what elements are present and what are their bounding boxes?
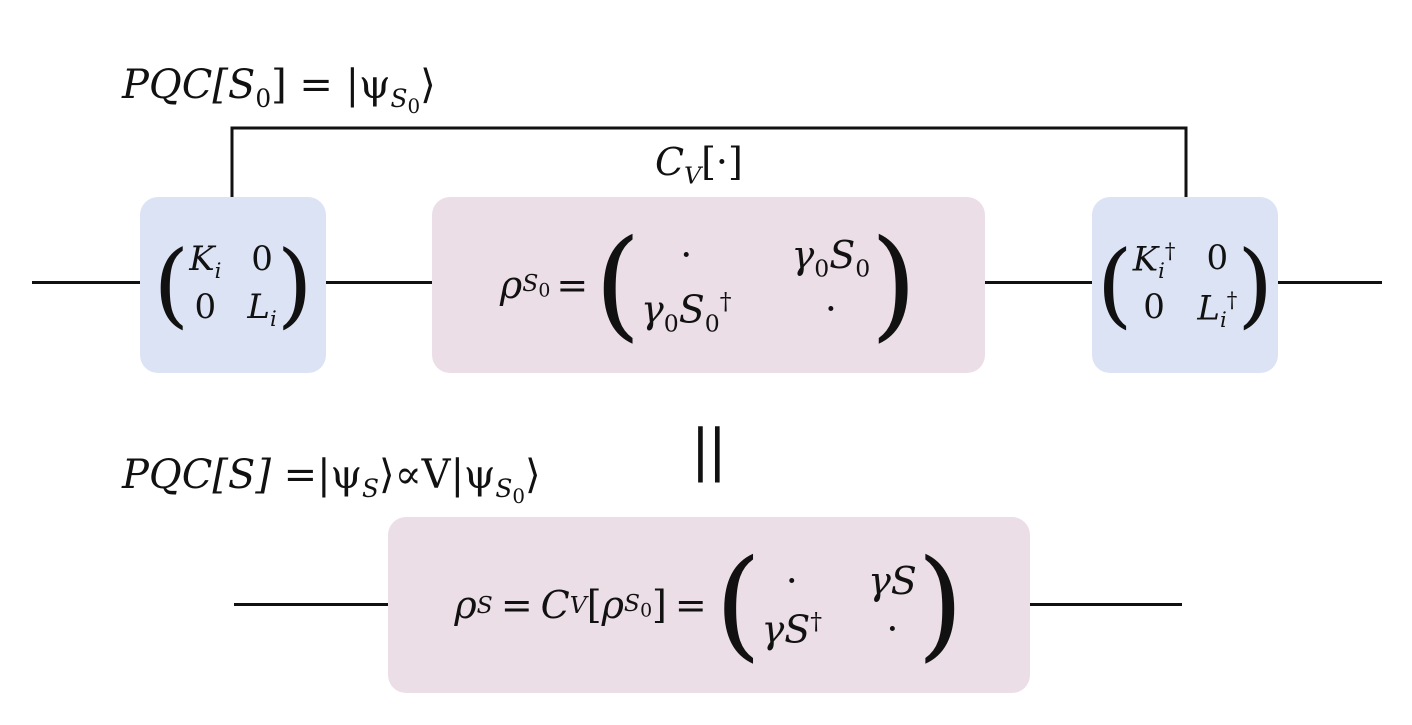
top-pqc-label: PQC[S0] = |ψS0⟩ (122, 62, 436, 118)
wire-right-out (1278, 281, 1382, 284)
wire-bottom-out (1030, 603, 1182, 606)
equality-mark: || (691, 418, 727, 483)
wire-left-in (32, 281, 140, 284)
wire-center-right (985, 281, 1092, 284)
right-kraus-dagger-block: ( Ki† 0 0 Li† ) (1092, 197, 1278, 373)
wire-bottom-in (234, 603, 388, 606)
channel-label: CV[·] (655, 140, 743, 190)
wire-left-center (326, 281, 432, 284)
bottom-pqc-label: PQC[S] =|ψS⟩∝V|ψS0⟩ (122, 452, 541, 508)
left-kraus-block: ( Ki 0 0 Li ) (140, 197, 326, 373)
